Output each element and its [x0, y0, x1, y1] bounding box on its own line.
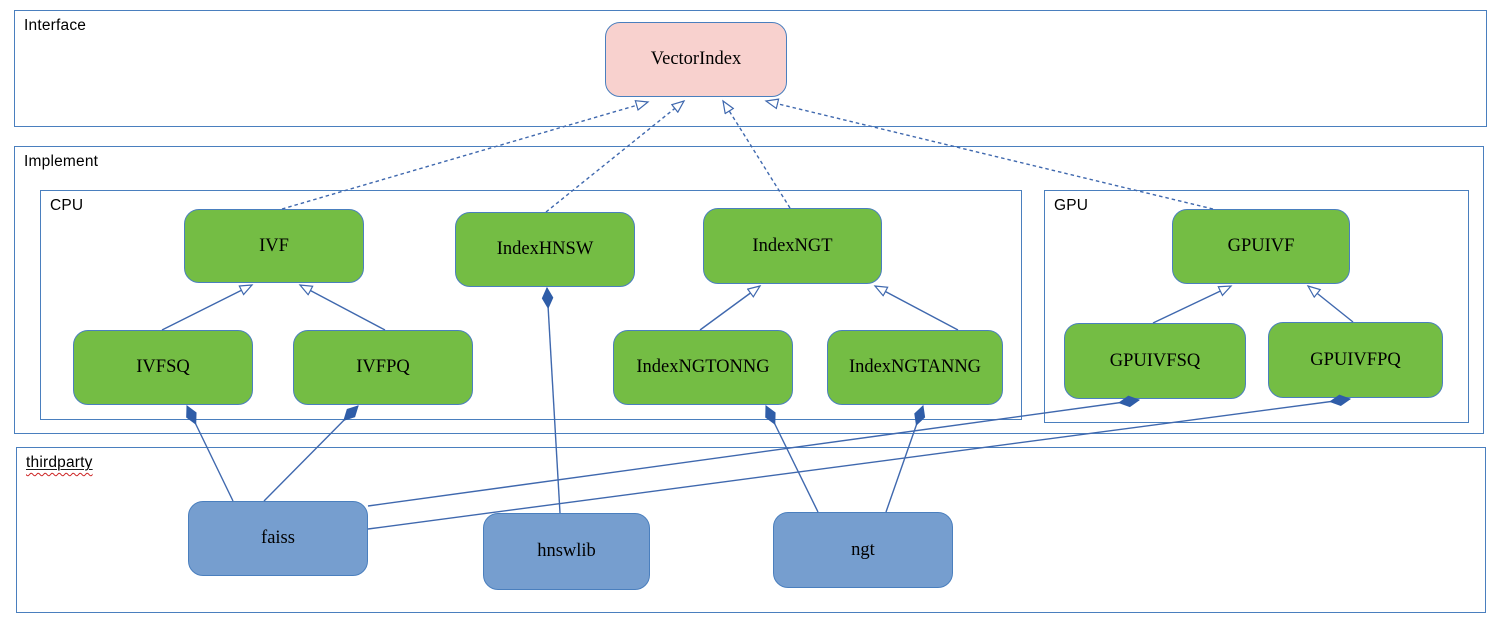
thirdparty-label: thirdparty	[26, 454, 93, 471]
cpu-label: CPU	[50, 197, 84, 214]
node-VectorIndex[interactable]: VectorIndex	[605, 22, 787, 97]
node-hnswlib[interactable]: hnswlib	[483, 513, 650, 590]
node-IVFSQ[interactable]: IVFSQ	[73, 330, 253, 405]
node-IVF[interactable]: IVF	[184, 209, 364, 283]
interface-label: Interface	[24, 17, 87, 34]
node-GPUIVFPQ[interactable]: GPUIVFPQ	[1268, 322, 1443, 398]
node-IVFPQ[interactable]: IVFPQ	[293, 330, 473, 405]
implement-label: Implement	[24, 153, 99, 170]
node-IndexNGTONNG[interactable]: IndexNGTONNG	[613, 330, 793, 405]
node-IndexNGTANNG[interactable]: IndexNGTANNG	[827, 330, 1003, 405]
gpu-label: GPU	[1054, 197, 1089, 214]
node-faiss[interactable]: faiss	[188, 501, 368, 576]
node-GPUIVF[interactable]: GPUIVF	[1172, 209, 1350, 284]
node-ngt[interactable]: ngt	[773, 512, 953, 588]
node-IndexHNSW[interactable]: IndexHNSW	[455, 212, 635, 287]
node-GPUIVFSQ[interactable]: GPUIVFSQ	[1064, 323, 1246, 399]
node-IndexNGT[interactable]: IndexNGT	[703, 208, 882, 284]
